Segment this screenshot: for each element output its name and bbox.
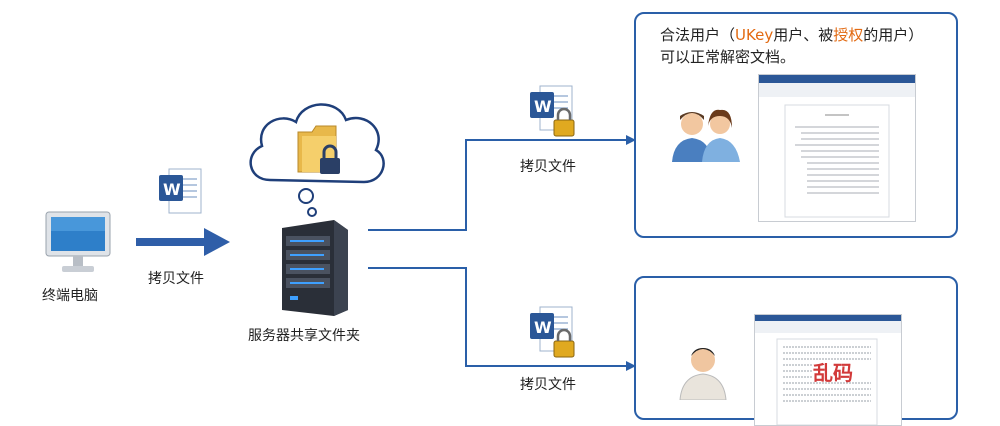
connector-upper	[368, 139, 630, 231]
monitor-icon	[44, 210, 114, 280]
connector-lower	[368, 267, 630, 367]
illegal-user-panel: 乱码	[634, 276, 958, 426]
terminal-label: 终端电脑	[42, 288, 98, 304]
connector-layer	[136, 135, 636, 371]
legit-line1-pre: 合法用户（	[660, 26, 736, 44]
svg-text:W: W	[163, 180, 181, 199]
word-doc-icon: W	[155, 165, 205, 219]
svg-text:W: W	[534, 97, 552, 116]
word-doc-lock-icon-lower: W	[526, 305, 580, 363]
word-doc-lock-icon-upper: W	[526, 84, 580, 142]
legit-user-description: 合法用户（UKey用户、被授权的用户） 可以正常解密文档。	[660, 24, 923, 68]
copy-label-upper: 拷贝文件	[520, 159, 576, 175]
ukey-highlight: UKey	[735, 26, 774, 44]
folder-lock-icon	[296, 122, 346, 184]
arrow-right-icon	[136, 228, 230, 256]
garbled-text: 乱码	[813, 361, 853, 385]
server-label: 服务器共享文件夹	[248, 328, 360, 344]
users-icon	[670, 104, 744, 164]
auth-highlight: 授权	[833, 26, 864, 44]
connector-upper-arrowhead	[626, 135, 636, 145]
person-icon	[676, 340, 730, 401]
garbled-document-thumbnail: 乱码	[754, 314, 902, 426]
legit-line2: 可以正常解密文档。	[660, 48, 796, 66]
legit-user-panel: 合法用户（UKey用户、被授权的用户） 可以正常解密文档。	[634, 12, 958, 238]
server-icon	[268, 218, 352, 318]
svg-text:W: W	[534, 318, 552, 337]
legit-line1-post: 的用户）	[863, 26, 924, 44]
decrypted-document-thumbnail	[758, 74, 916, 222]
legit-line1-mid: 用户、被	[773, 26, 834, 44]
copy-label-lower: 拷贝文件	[520, 377, 576, 393]
copy-label-left: 拷贝文件	[148, 271, 204, 287]
connector-lower-arrowhead	[626, 361, 636, 371]
